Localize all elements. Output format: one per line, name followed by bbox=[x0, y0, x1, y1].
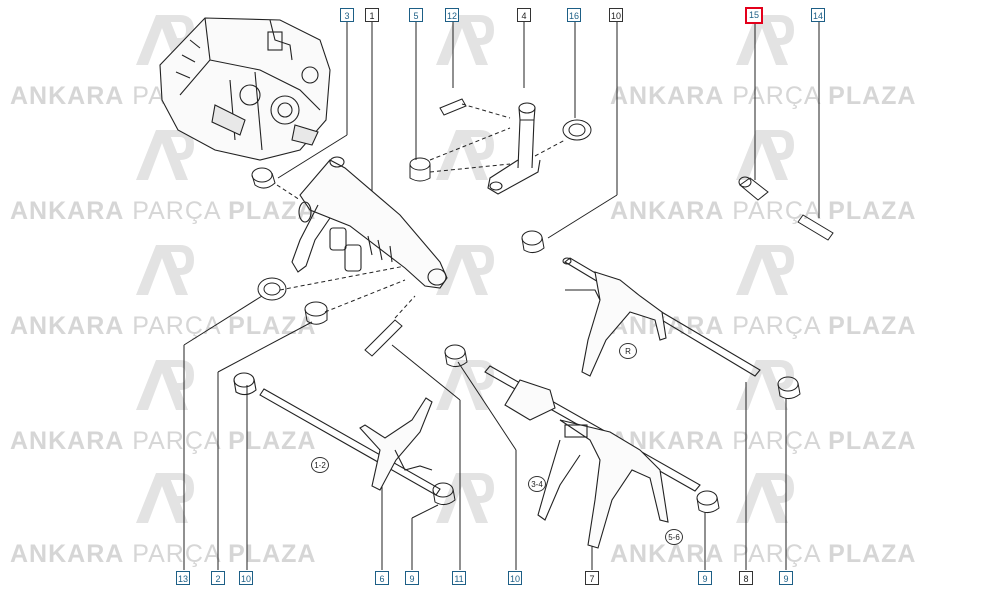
callout-bottom-part-6[interactable]: 6 bbox=[375, 571, 389, 585]
callout-top-part-5[interactable]: 5 bbox=[409, 8, 423, 22]
reverse-fork-rail bbox=[562, 257, 761, 377]
callout-bottom-part-8[interactable]: 8 bbox=[739, 571, 753, 585]
callout-top-part-4[interactable]: 4 bbox=[517, 8, 531, 22]
bush-part-10-upper bbox=[521, 230, 545, 254]
bush-part-9-right bbox=[777, 376, 801, 400]
watermark-logo bbox=[436, 360, 494, 410]
callout-top-part-10[interactable]: 10 bbox=[609, 8, 624, 22]
fork-tag-1-2: 1-2 bbox=[311, 457, 329, 473]
leader-lines-top bbox=[277, 22, 820, 239]
callout-top-part-14[interactable]: 14 bbox=[811, 8, 826, 22]
callout-bottom-part-10-b[interactable]: 10 bbox=[508, 571, 523, 585]
shaft-lever-part-4 bbox=[487, 102, 541, 195]
callout-bottom-part-7[interactable]: 7 bbox=[585, 571, 599, 585]
callout-bottom-part-11[interactable]: 11 bbox=[452, 571, 466, 585]
callout-bottom-part-10[interactable]: 10 bbox=[239, 571, 254, 585]
watermark-text: ANKARA PARÇA PLAZA bbox=[610, 82, 917, 110]
callout-top-part-12[interactable]: 12 bbox=[445, 8, 460, 22]
callout-bottom-part-9[interactable]: 9 bbox=[405, 571, 419, 585]
fork-tag-3-4: 3-4 bbox=[528, 476, 546, 492]
fork-1-2-rail bbox=[233, 372, 441, 496]
watermark-logo bbox=[136, 473, 194, 523]
bush-part-9-left bbox=[432, 482, 456, 506]
bush-part-2 bbox=[304, 301, 328, 325]
bush-part-5 bbox=[409, 157, 431, 182]
bush-part-15 bbox=[738, 176, 769, 201]
watermark-text: ANKARA PARÇA PLAZA bbox=[10, 427, 317, 455]
watermark-logo bbox=[436, 245, 494, 295]
pin-part-12 bbox=[439, 98, 467, 116]
pin-part-11 bbox=[364, 319, 403, 357]
watermark-logo bbox=[136, 245, 194, 295]
watermark-logo bbox=[736, 245, 794, 295]
leader-lines-bottom bbox=[183, 295, 787, 570]
callout-top-part-1[interactable]: 1 bbox=[365, 8, 379, 22]
watermark-logo bbox=[736, 15, 794, 65]
assembly-lines bbox=[276, 103, 566, 319]
callout-bottom-part-2[interactable]: 2 bbox=[211, 571, 225, 585]
watermark-text: ANKARA PARÇA PLAZA bbox=[10, 197, 317, 225]
bush-part-10-middle bbox=[444, 344, 468, 368]
callout-bottom-part-13[interactable]: 13 bbox=[176, 571, 191, 585]
callout-top-part-15-highlighted[interactable]: 15 bbox=[745, 7, 763, 24]
callout-bottom-part-9-b[interactable]: 9 bbox=[698, 571, 712, 585]
watermark-logo bbox=[136, 360, 194, 410]
fork-tag-5-6: 5-6 bbox=[665, 529, 683, 545]
fork-tag-reverse: R bbox=[619, 343, 637, 359]
bush-part-9-lower bbox=[696, 490, 720, 514]
watermark-logo bbox=[136, 130, 194, 180]
watermark-logo bbox=[436, 15, 494, 65]
callout-top-part-3[interactable]: 3 bbox=[340, 8, 354, 22]
bush-part-3 bbox=[251, 167, 276, 189]
watermark-text: ANKARA PARÇA PLAZA bbox=[610, 312, 917, 340]
watermark-text: ANKARA PARÇA PLAZA bbox=[10, 312, 317, 340]
watermark-text: ANKARA PARÇA PLAZA bbox=[610, 540, 917, 568]
selector-lever-part-1 bbox=[291, 156, 448, 289]
seal-part-16 bbox=[562, 119, 592, 141]
seal-part-13 bbox=[257, 277, 287, 301]
watermark-logo bbox=[736, 360, 794, 410]
gearbox-housing bbox=[159, 17, 331, 161]
callout-bottom-part-9-c[interactable]: 9 bbox=[779, 571, 793, 585]
fork-3-4-5-6-rails bbox=[484, 365, 701, 549]
watermark-logo bbox=[736, 130, 794, 180]
watermark-text: ANKARA PARÇA PLAZA bbox=[10, 540, 317, 568]
watermark-text: ANKARA PARÇA PLAZA bbox=[610, 197, 917, 225]
pin-part-14 bbox=[797, 214, 834, 241]
callout-top-part-16[interactable]: 16 bbox=[567, 8, 582, 22]
watermark-logo bbox=[436, 473, 494, 523]
